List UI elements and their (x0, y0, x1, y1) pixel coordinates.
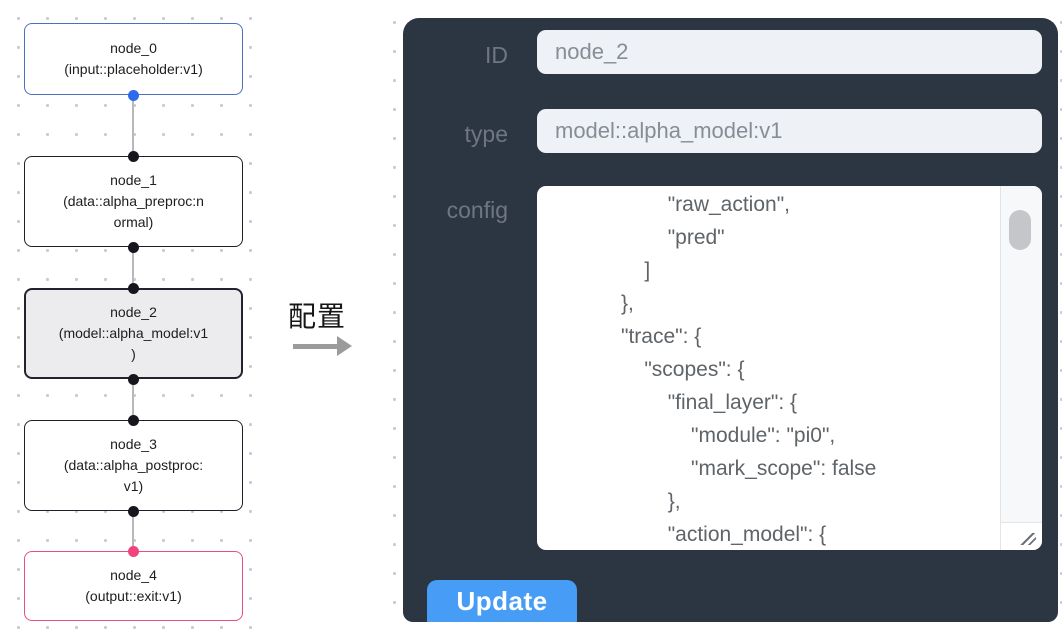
node-title: node_3 (110, 436, 157, 452)
graph-node-node_0[interactable]: node_0 (input::placeholder:v1) (24, 23, 243, 95)
type-field-label: type (464, 121, 508, 147)
config-line: "mark_scope": false (551, 457, 877, 480)
port-node2-input[interactable] (128, 283, 139, 294)
type-input[interactable] (537, 109, 1042, 153)
node-subtitle: (data::alpha_postproc: (63, 457, 204, 473)
port-node2-output[interactable] (128, 374, 139, 385)
config-line: "scopes": { (551, 358, 745, 381)
node-title: node_4 (110, 567, 157, 583)
arrow-icon (293, 344, 339, 349)
port-node3-output[interactable] (128, 506, 139, 517)
edge-node0-node1 (132, 95, 134, 156)
graph-node-node_2-selected[interactable]: node_2 (model::alpha_model:v1 ) (24, 288, 243, 379)
config-json-text: "raw_action", "pred" ] }, "trace": { "sc… (537, 188, 999, 550)
node-subtitle: (input::placeholder:v1) (64, 61, 203, 77)
config-line: ] (551, 259, 651, 282)
node-title: node_1 (110, 172, 157, 188)
node-title: node_0 (110, 40, 157, 56)
config-line: "trace": { (551, 325, 702, 348)
config-field-label: config (446, 197, 508, 223)
edge-node2-node3 (132, 379, 134, 420)
config-line: }, (551, 292, 634, 315)
id-field-label: ID (485, 42, 508, 68)
node-subtitle: (output::exit:v1) (85, 588, 182, 604)
node-subtitle: ormal) (113, 214, 154, 230)
graph-node-node_1[interactable]: node_1 (data::alpha_preproc:n ormal) (24, 156, 243, 247)
port-node1-output[interactable] (128, 242, 139, 253)
node-title: node_2 (110, 304, 157, 320)
edge-node3-node4 (132, 511, 134, 551)
config-line: }, (551, 490, 681, 513)
node-subtitle: v1) (123, 478, 144, 494)
node-subtitle: (data::alpha_preproc:n (63, 193, 204, 209)
node-subtitle: ) (131, 346, 136, 362)
config-line: "action_model": { (551, 523, 827, 546)
textarea-resize-handle[interactable] (1000, 522, 1042, 550)
resize-grip-icon (1020, 533, 1036, 545)
port-node0-output[interactable] (128, 90, 139, 101)
config-line: "module": "pi0", (551, 424, 836, 447)
graph-node-node_3[interactable]: node_3 (data::alpha_postproc: v1) (24, 420, 243, 511)
arrow-head-icon (337, 336, 352, 356)
node-config-panel: ID type config "raw_action", "pred" ] },… (403, 18, 1058, 622)
config-scrollbar[interactable] (1000, 186, 1042, 522)
config-line: "final_layer": { (551, 391, 798, 414)
configure-annotation: 配置 (288, 301, 347, 332)
node-subtitle: (model::alpha_model:v1 (58, 325, 209, 341)
graph-node-node_4[interactable]: node_4 (output::exit:v1) (24, 551, 243, 621)
edge-node1-node2 (132, 247, 134, 288)
config-line: "raw_action", (551, 193, 790, 216)
config-textarea[interactable]: "raw_action", "pred" ] }, "trace": { "sc… (537, 186, 1042, 550)
port-node4-input[interactable] (128, 546, 139, 557)
port-node3-input[interactable] (128, 415, 139, 426)
id-input[interactable] (537, 30, 1042, 74)
update-button[interactable]: Update (427, 580, 577, 622)
port-node1-input[interactable] (128, 151, 139, 162)
scrollbar-thumb[interactable] (1009, 210, 1031, 250)
config-line: "pred" (551, 226, 725, 249)
